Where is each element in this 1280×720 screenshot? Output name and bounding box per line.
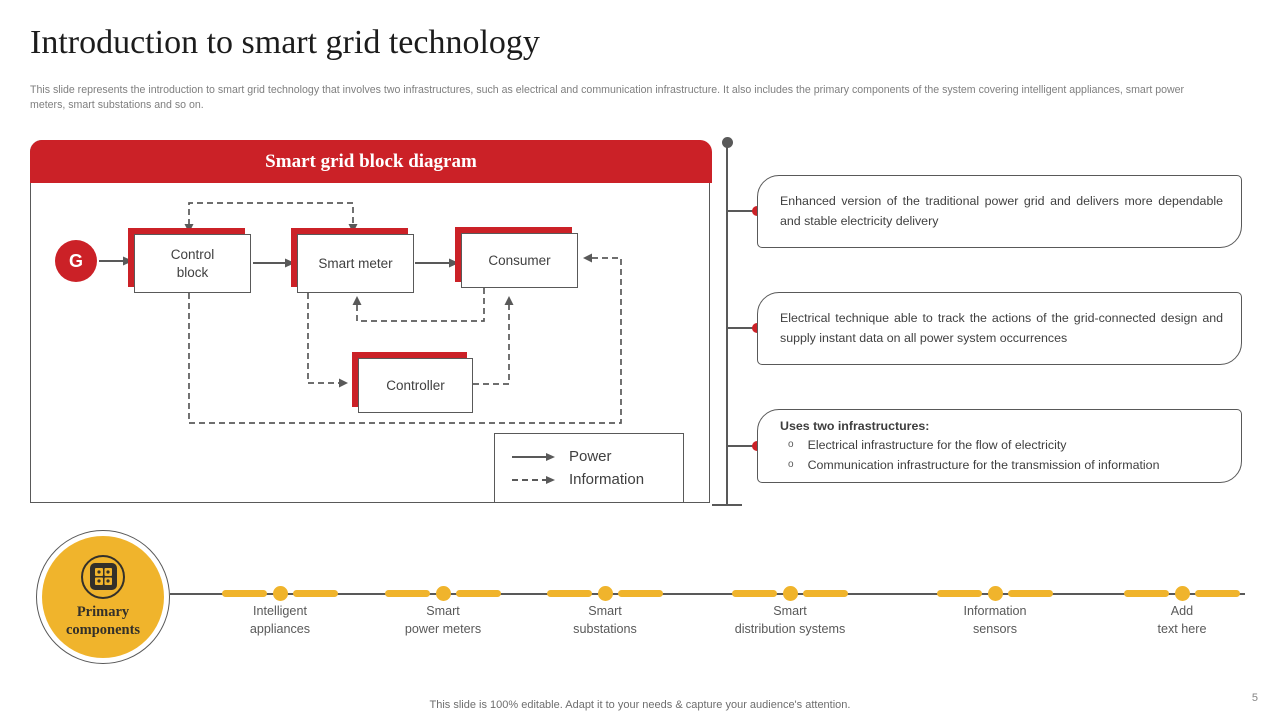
timeline-node-intelligent-appliances: [222, 586, 338, 601]
primary-components-hub: Primary components: [36, 530, 170, 664]
consumer-box: Consumer: [461, 233, 578, 288]
control-block-label: Control block: [170, 246, 215, 280]
puzzle-icon: [89, 563, 117, 591]
smart-meter-box: Smart meter: [297, 234, 414, 293]
callout-3-bullet-1: Electrical infrastructure for the flow o…: [780, 436, 1223, 455]
callout-3-heading: Uses two infrastructures:: [780, 419, 930, 434]
timeline-dot: [1174, 586, 1190, 601]
timeline-node-smart-power-meters: [385, 586, 501, 601]
controller-node: Controller: [352, 352, 473, 413]
timeline-dot: [272, 586, 288, 601]
timeline-node-add-text-here: [1124, 586, 1240, 601]
slide-description: This slide represents the introduction t…: [30, 84, 1185, 112]
timeline-label-smart-substations: Smart substations: [573, 604, 637, 636]
diagram-header: Smart grid block diagram: [30, 140, 712, 183]
timeline-node-smart-distribution-systems: [732, 586, 848, 601]
page-number: 5: [1251, 692, 1258, 704]
timeline-node-information-sensors: [937, 586, 1053, 601]
diagram-legend: Power Information: [494, 433, 684, 503]
callout-3-bullet-1-text: Electrical infrastructure for the flow o…: [807, 438, 1067, 453]
callout-3-bullet-2: Communication infrastructure for the tra…: [780, 456, 1223, 475]
timeline-label-add-text-here: Add text here: [1157, 604, 1207, 636]
generator-label: G: [68, 250, 83, 271]
timeline-label-smart-distribution-systems: Smart distribution systems: [734, 604, 846, 636]
connector-branch-1: [727, 210, 757, 212]
timeline-node-smart-substations: [547, 586, 663, 601]
legend-information-label: Information: [569, 471, 645, 488]
timeline-dot: [597, 586, 613, 601]
timeline-label-information-sensors: Information sensors: [963, 604, 1027, 636]
legend-power-label: Power: [569, 448, 612, 465]
consumer-label: Consumer: [488, 252, 551, 268]
consumer-node: Consumer: [455, 227, 578, 288]
timeline-label-smart-power-meters: Smart power meters: [404, 604, 482, 636]
callout-box-2: Electrical technique able to track the a…: [757, 292, 1242, 365]
solid-arrow-icon: [512, 452, 555, 461]
page-title: Introduction to smart grid technology: [30, 24, 540, 61]
controller-box: Controller: [358, 358, 473, 413]
smart-meter-label: Smart meter: [318, 255, 393, 271]
control-block-box: Control block: [134, 234, 251, 293]
smart-grid-diagram-panel: Smart grid block diagram: [30, 140, 712, 503]
controller-label: Controller: [386, 377, 445, 393]
dashed-arrow-icon: [512, 475, 555, 484]
puzzle-icon-ring: [81, 554, 125, 599]
legend-power-row: Power: [511, 448, 683, 465]
timeline-dot: [782, 586, 798, 601]
primary-components-circle: Primary components: [42, 536, 164, 658]
callout-2-text: Electrical technique able to track the a…: [780, 311, 1223, 345]
timeline-dot: [987, 586, 1003, 601]
callout-3-bullet-2-text: Communication infrastructure for the tra…: [807, 457, 1160, 472]
connector-base-line: [712, 504, 742, 506]
callout-box-1: Enhanced version of the traditional powe…: [757, 175, 1242, 248]
generator-node: G: [55, 240, 97, 282]
callout-1-text: Enhanced version of the traditional powe…: [780, 194, 1223, 228]
timeline-axis: [170, 593, 1245, 595]
footer-note: This slide is 100% editable. Adapt it to…: [429, 699, 851, 711]
legend-information-row: Information: [511, 471, 683, 488]
control-block-node: Control block: [128, 228, 251, 293]
smart-meter-node: Smart meter: [291, 228, 414, 293]
timeline-dot: [435, 586, 451, 601]
connector-branch-3: [727, 445, 757, 447]
connector-vertical-line: [726, 142, 728, 505]
connector-branch-2: [727, 327, 757, 329]
timeline-label-intelligent-appliances: Intelligent appliances: [249, 604, 311, 636]
callout-box-3: Uses two infrastructures: Electrical inf…: [757, 409, 1242, 483]
primary-components-label: Primary components: [65, 603, 141, 638]
